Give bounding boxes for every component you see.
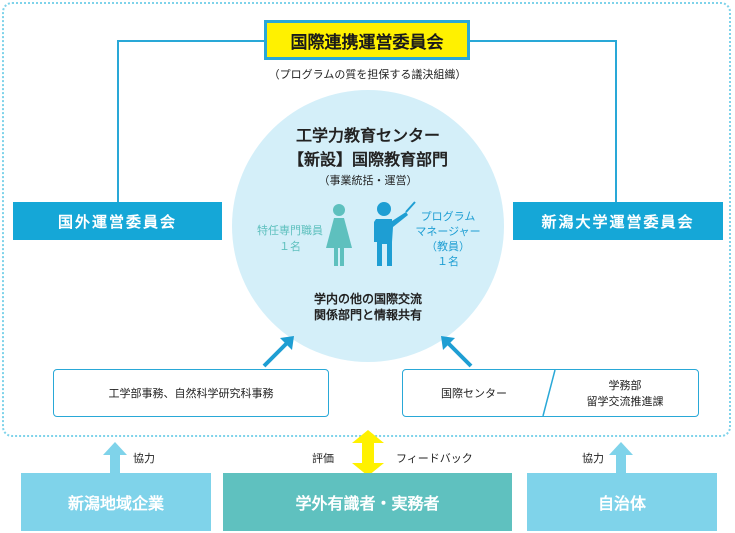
male-staff-pointing-icon	[374, 201, 416, 266]
overseas-committee-label: 国外運営委員会	[57, 212, 177, 231]
connector-right-vertical	[615, 40, 617, 202]
intl-liaison-committee-label: 国際連携運営委員会	[290, 32, 444, 53]
connector-top-left	[117, 40, 264, 42]
committee-note: （プログラムの質を担保する議決組織）	[268, 68, 467, 81]
arrow-up-right-coop-icon	[609, 442, 633, 474]
right-staff-line4: １名	[437, 255, 459, 268]
niigata-companies-box: 新潟地域企業	[21, 473, 211, 531]
left-staff-line1: 特任専門職員	[257, 224, 323, 237]
student-affairs-label: 学務部	[608, 379, 642, 392]
center-subtitle: （事業統括・運営）	[318, 174, 418, 187]
center-title-1: 工学力教育センター	[295, 126, 440, 145]
right-staff-line1: プログラム	[420, 210, 476, 223]
arrow-up-left-icon	[441, 336, 473, 368]
external-experts-label: 学外有識者・実務者	[295, 494, 440, 513]
info-share-line1: 学内の他の国際交流	[313, 292, 422, 306]
local-government-box: 自治体	[527, 473, 717, 531]
left-staff-line2: １名	[279, 240, 301, 253]
engineering-office-label: 工学部事務、自然科学研究科事務	[108, 387, 274, 400]
intl-liaison-committee-box: 国際連携運営委員会	[264, 20, 470, 60]
niigata-univ-committee-label: 新潟大学運営委員会	[541, 212, 695, 231]
external-experts-box: 学外有識者・実務者	[223, 473, 512, 531]
study-abroad-section-label: 留学交流推進課	[586, 395, 664, 408]
evaluation-label: 評価	[312, 452, 334, 465]
female-staff-icon	[326, 204, 352, 266]
overseas-committee-box: 国外運営委員会	[13, 202, 222, 240]
arrow-up-left-coop-icon	[103, 442, 127, 474]
connector-left-vertical	[117, 40, 119, 202]
right-staff-line2: マネージャー	[415, 225, 481, 238]
local-government-label: 自治体	[597, 494, 646, 513]
right-staff-line3: （教員）	[426, 240, 470, 253]
intl-center-label: 国際センター	[441, 387, 507, 400]
right-coop-label: 協力	[582, 452, 604, 465]
connector-top-right	[470, 40, 616, 42]
arrow-up-right-icon	[262, 336, 294, 368]
feedback-label: フィードバック	[396, 452, 473, 465]
center-circle	[232, 90, 504, 362]
engineering-office-box: 工学部事務、自然科学研究科事務	[53, 369, 329, 417]
bidirectional-arrow-icon	[352, 430, 384, 476]
center-title-2: 【新設】国際教育部門	[287, 150, 448, 169]
left-coop-label: 協力	[133, 452, 155, 465]
info-share-line2: 関係部門と情報共有	[313, 308, 422, 322]
intl-center-student-affairs-box: 国際センター 学務部 留学交流推進課	[402, 369, 699, 417]
niigata-univ-committee-box: 新潟大学運営委員会	[513, 202, 723, 240]
box-divider	[542, 370, 556, 416]
niigata-companies-label: 新潟地域企業	[67, 494, 164, 513]
